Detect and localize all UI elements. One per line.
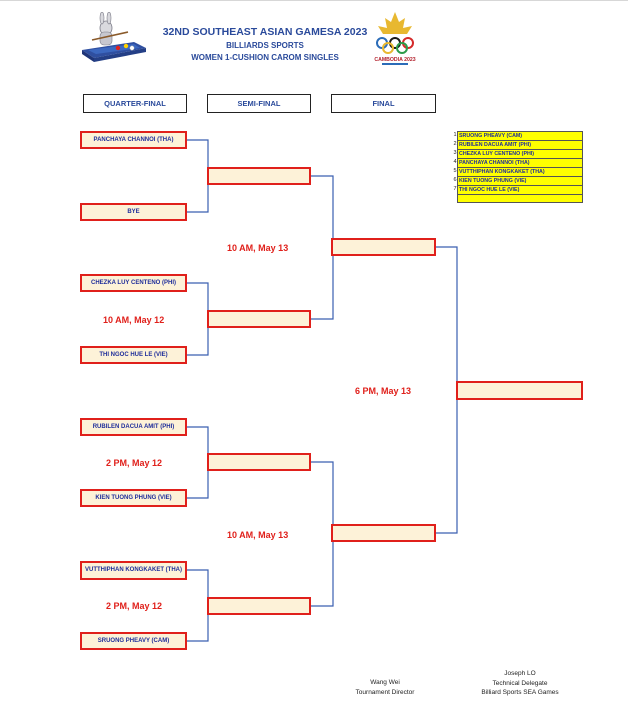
- billiards-mascot-logo: [82, 12, 146, 62]
- qf2-connector: [187, 282, 209, 356]
- round-header-final: FINAL: [331, 94, 436, 113]
- standings-rank: 4: [453, 159, 457, 165]
- standings-name: KIEN TUONG PHUNG (VIE): [457, 176, 583, 185]
- qf-slot-3: CHEZKA LUY CENTENO (PHI): [80, 274, 187, 292]
- standings-rank: 5: [453, 168, 457, 174]
- svg-text:CAMBODIA 2023: CAMBODIA 2023: [374, 57, 415, 63]
- delegate-signature-block: Joseph LO Technical Delegate Billiard Sp…: [470, 669, 570, 698]
- sf-slot-3: [207, 453, 311, 471]
- qf-slot-5: RUBILEN DACUA AMIT (PHI): [80, 418, 187, 436]
- qf4-connector: [187, 569, 209, 642]
- director-name: Wang Wei: [370, 679, 400, 686]
- director-signature-block: Wang Wei Tournament Director: [340, 678, 430, 697]
- delegate-organization: Billiard Sports SEA Games: [481, 689, 559, 696]
- round-header-quarter-final: QUARTER-FINAL: [83, 94, 187, 113]
- standings-name: THI NGOC HUE LE (VIE): [457, 185, 583, 194]
- standings-name: CHEZKA LUY CENTENO (PHI): [457, 149, 583, 158]
- champion-slot: [456, 381, 583, 400]
- standings-rank: 3: [453, 150, 457, 156]
- cambodia-2023-emblem: CAMBODIA 2023: [374, 12, 416, 65]
- delegate-name: Joseph LO: [504, 670, 536, 677]
- qf-slot-7: VUTTHIPHAN KONGKAKET (THA): [80, 561, 187, 580]
- sf-slot-2: [207, 310, 311, 328]
- sf-match-1-time: 10 AM, May 13: [227, 243, 289, 253]
- page-header: 32ND SOUTHEAST ASIAN GAMESA 2023 BILLIAR…: [0, 0, 628, 80]
- standings-rank: 7: [453, 186, 457, 192]
- sf-slot-1: [207, 167, 311, 185]
- qf-slot-4: THI NGOC HUE LE (VIE): [80, 346, 187, 364]
- final-connector: [436, 246, 458, 534]
- standings-name: [457, 194, 583, 203]
- sf-slot-4: [207, 597, 311, 615]
- sf1-connector: [311, 175, 334, 320]
- round-header-semi-final: SEMI-FINAL: [207, 94, 311, 113]
- standings-rank: 6: [453, 177, 457, 183]
- standings-name: PANCHAYA CHANNOI (THA): [457, 158, 583, 167]
- qf-slot-1: PANCHAYA CHANNOI (THA): [80, 131, 187, 149]
- qf3-connector: [187, 426, 209, 499]
- standings-name: RUBILEN DACUA AMIT (PHI): [457, 140, 583, 149]
- qf-slot-6: KIEN TUONG PHUNG (VIE): [80, 489, 187, 507]
- standings-name: SRUONG PHEAVY (CAM): [457, 131, 583, 140]
- sport-subtitle: BILLIARDS SPORTS: [226, 41, 304, 50]
- delegate-title: Technical Delegate: [492, 679, 548, 687]
- director-title: Tournament Director: [355, 688, 415, 696]
- standings-row: [453, 194, 583, 203]
- sf2-connector: [311, 461, 334, 607]
- qf1-connector: [187, 139, 209, 213]
- qf-match-2-time: 10 AM, May 12: [103, 315, 165, 325]
- final-slot-1: [331, 238, 436, 256]
- final-slot-2: [331, 524, 436, 542]
- standings-rank: 1: [453, 132, 457, 138]
- sf-match-2-time: 10 AM, May 13: [227, 530, 289, 540]
- event-title: 32ND SOUTHEAST ASIAN GAMESA 2023: [162, 26, 368, 38]
- qf-match-4-time: 2 PM, May 12: [106, 601, 163, 611]
- qf-match-3-time: 2 PM, May 12: [106, 458, 163, 468]
- standings-name: VUTTHIPHAN KONGKAKET (THA): [457, 167, 583, 176]
- qf-slot-2: BYE: [80, 203, 187, 221]
- page-top-edge: [0, 0, 628, 1]
- event-name: WOMEN 1-CUSHION CAROM SINGLES: [191, 53, 339, 62]
- standings-rank: 2: [453, 141, 457, 147]
- qf-slot-8: SRUONG PHEAVY (CAM): [80, 632, 187, 650]
- final-time: 6 PM, May 13: [355, 386, 412, 396]
